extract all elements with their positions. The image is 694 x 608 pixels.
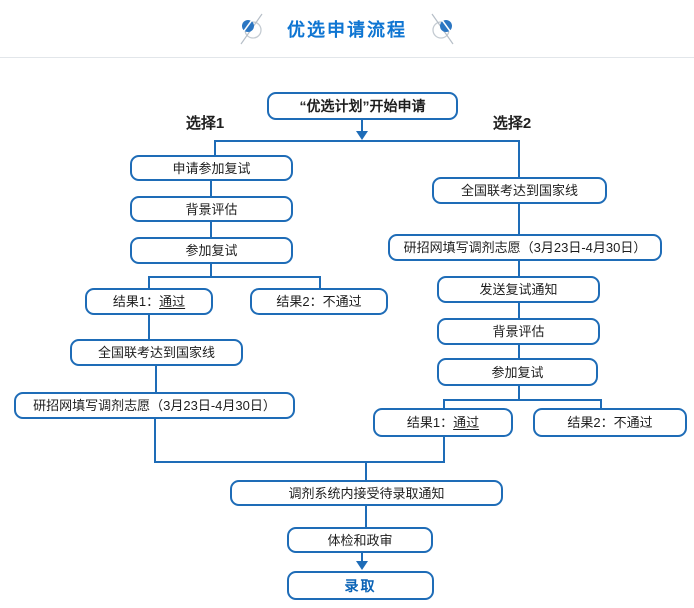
- flow-step-national-line-right: 全国联考达到国家线: [432, 177, 607, 204]
- connector: [210, 181, 212, 196]
- connector-right-result-split: [443, 399, 602, 401]
- pen-circle-icon: [429, 10, 457, 48]
- connector-start-stem: [361, 120, 363, 133]
- result-pass-text: 通过: [159, 294, 186, 309]
- connector: [518, 204, 520, 234]
- flow-step-background-eval-left: 背景评估: [130, 196, 293, 222]
- flow-step-national-line-left: 全国联考达到国家线: [70, 339, 243, 366]
- flow-step-adjustment-form-left: 研招网填写调剂志愿（3月23日-4月30日）: [14, 392, 295, 419]
- flow-final-admission: 录取: [287, 571, 434, 600]
- connector: [518, 261, 520, 276]
- flow-start-box: “优选计划”开始申请: [267, 92, 458, 120]
- connector: [148, 276, 150, 288]
- connector: [148, 315, 150, 339]
- pen-circle-icon: [237, 10, 265, 48]
- connector: [443, 437, 445, 463]
- connector-final-stem: [361, 552, 363, 563]
- connector: [518, 386, 520, 401]
- page-title: 优选申请流程: [287, 20, 407, 40]
- header-divider: [0, 57, 694, 58]
- flow-step-apply-retest: 申请参加复试: [130, 155, 293, 181]
- connector: [600, 399, 602, 408]
- connector: [154, 419, 156, 463]
- flow-step-accept-admission-notice: 调剂系统内接受待录取通知: [230, 480, 503, 506]
- connector-left-result-split: [148, 276, 321, 278]
- flow-right-result2-fail: 结果2：不通过: [533, 408, 687, 437]
- flow-step-attend-retest-right: 参加复试: [437, 358, 598, 386]
- result-label: 结果1：: [406, 415, 454, 430]
- branch-label-choice1: 选择1: [185, 115, 225, 132]
- flow-left-result2-fail: 结果2：不通过: [250, 288, 388, 315]
- branch-label-choice2: 选择2: [492, 115, 532, 132]
- flow-step-send-retest-notice: 发送复试通知: [437, 276, 600, 303]
- arrow-down-icon: [356, 561, 368, 570]
- page-header: 优选申请流程: [0, 10, 694, 48]
- connector: [365, 506, 367, 527]
- connector: [518, 303, 520, 318]
- connector: [319, 276, 321, 288]
- flow-right-result1-pass: 结果1：通过: [373, 408, 513, 437]
- connector-merge: [154, 461, 445, 463]
- flow-left-result1-pass: 结果1：通过: [85, 288, 213, 315]
- connector: [210, 222, 212, 237]
- connector: [210, 264, 212, 278]
- flow-step-attend-retest-left: 参加复试: [130, 237, 293, 264]
- connector-right-branch-drop: [518, 140, 520, 177]
- flow-step-physical-political-check: 体检和政审: [287, 527, 433, 553]
- flow-step-background-eval-right: 背景评估: [437, 318, 600, 345]
- connector: [518, 345, 520, 358]
- connector: [365, 461, 367, 480]
- flow-step-adjustment-form-right: 研招网填写调剂志愿（3月23日-4月30日）: [388, 234, 662, 261]
- result-pass-text: 通过: [453, 415, 480, 430]
- result-label: 结果1：: [112, 294, 160, 309]
- connector-left-branch-drop: [214, 140, 216, 155]
- connector: [155, 366, 157, 392]
- connector: [443, 399, 445, 408]
- connector-split-top: [214, 140, 520, 142]
- arrow-down-icon: [356, 131, 368, 140]
